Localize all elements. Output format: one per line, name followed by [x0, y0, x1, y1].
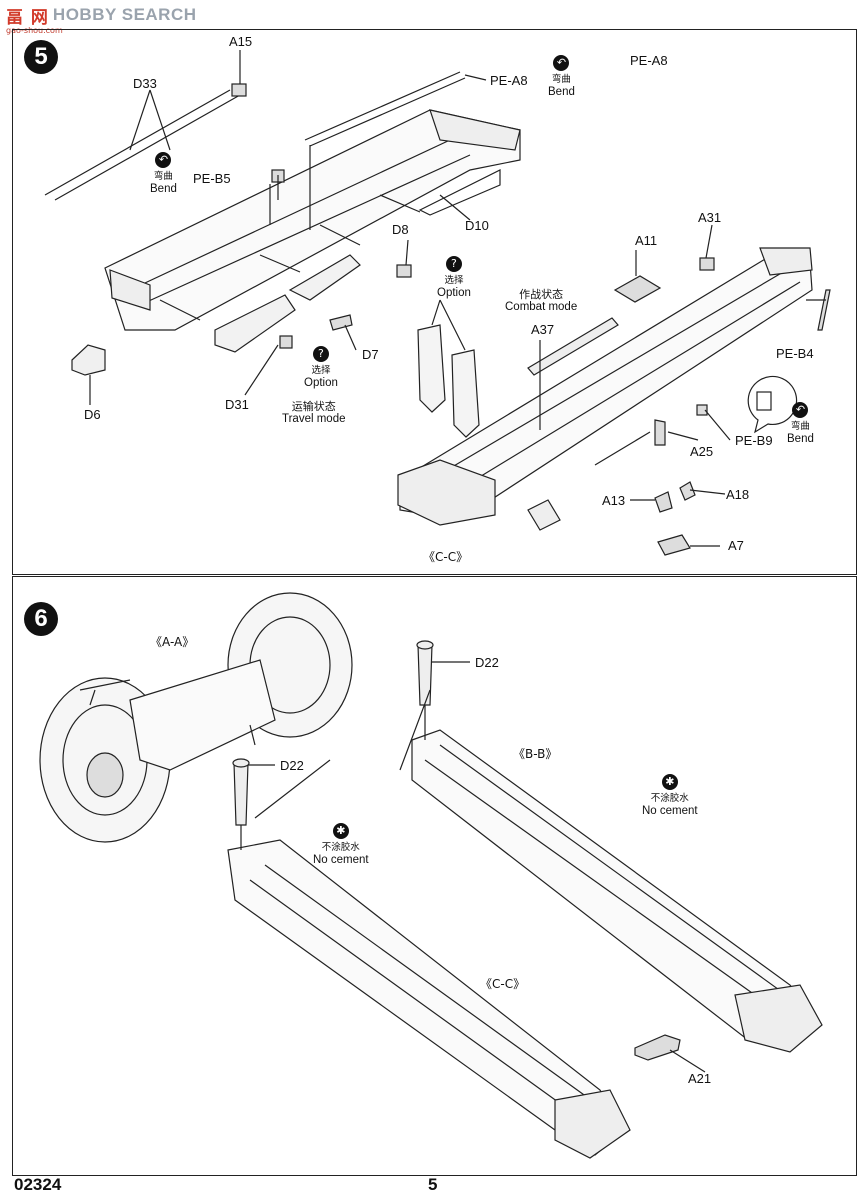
part-label-a13: A13 — [602, 493, 626, 508]
part-label-d22-left: D22 — [280, 758, 304, 773]
part-label-pe-a8: PE-A8 — [490, 73, 528, 88]
part-label-pe-b4: PE-B4 — [776, 346, 814, 361]
no-cement-icon: ✱ — [332, 823, 349, 839]
step-5-number: 5 — [24, 40, 58, 74]
combat-mode-note: 作战状态 Combat mode — [505, 288, 578, 313]
right-trail-drawing — [411, 729, 823, 1053]
part-label-a15: A15 — [229, 34, 253, 49]
part-label-a7: A7 — [728, 538, 744, 553]
step-6-number: 6 — [24, 602, 58, 636]
left-trail-drawing — [227, 839, 631, 1159]
step-5-panel — [12, 29, 857, 575]
part-label-a11: A11 — [635, 233, 658, 248]
part-label-d7: D7 — [362, 347, 379, 362]
travel-mode-note: 运输状态 Travel mode — [282, 400, 346, 425]
view-label-c-c-step6: 《C-C》 — [480, 977, 526, 991]
no-cement-note-left: ✱ 不涂胶水 No cement — [313, 823, 369, 866]
watermark-url: gao-shou.com — [6, 26, 63, 35]
carriage-drawing — [39, 592, 353, 843]
upper-trail-drawing — [44, 50, 521, 405]
page-number: 5 — [428, 1175, 438, 1194]
bend-icon: ↶ — [155, 152, 172, 168]
part-label-a37: A37 — [531, 322, 555, 337]
question-icon: ? — [312, 346, 329, 362]
question-icon: ? — [445, 256, 462, 272]
watermark-logo: 畐 网 — [6, 7, 49, 28]
bend-note-pe-a8: ↶ 弯曲 Bend — [548, 55, 575, 98]
part-label-a18: A18 — [726, 487, 750, 502]
option-note-combat: ? 选择 Option — [437, 256, 471, 299]
view-label-c-c: 《C-C》 — [423, 550, 469, 564]
lower-trail-drawing — [397, 224, 831, 556]
no-cement-note-right: ✱ 不涂胶水 No cement — [642, 774, 698, 817]
option-note-travel: ? 选择 Option — [304, 346, 338, 389]
part-label-pe-a8-detail: PE-A8 — [630, 53, 668, 68]
part-label-pe-b9: PE-B9 — [735, 433, 773, 448]
bend-icon: ↶ — [553, 55, 570, 71]
part-label-d33: D33 — [133, 76, 157, 91]
watermark-text: HOBBY SEARCH — [52, 5, 197, 24]
no-cement-icon: ✱ — [661, 774, 678, 790]
part-label-d22-right: D22 — [475, 655, 499, 670]
part-label-d6: D6 — [84, 407, 101, 422]
part-label-a31: A31 — [698, 210, 722, 225]
view-label-b-b: 《B-B》 — [513, 747, 558, 761]
part-label-pe-b5: PE-B5 — [193, 171, 231, 186]
part-label-d10: D10 — [465, 218, 489, 233]
part-label-d31: D31 — [225, 397, 249, 412]
bend-note-pe-b9: ↶ 弯曲 Bend — [787, 402, 814, 445]
part-label-a25: A25 — [690, 444, 714, 459]
bend-icon: ↶ — [792, 402, 809, 418]
kit-number: 02324 — [14, 1175, 62, 1194]
part-label-a21: A21 — [688, 1071, 712, 1086]
part-label-d8: D8 — [392, 222, 409, 237]
watermark: 畐 网 HOBBY SEARCH — [6, 4, 197, 28]
step-6-panel — [12, 576, 857, 1176]
view-label-a-a: 《A-A》 — [150, 635, 195, 649]
bend-note-d33: ↶ 弯曲 Bend — [150, 152, 177, 195]
